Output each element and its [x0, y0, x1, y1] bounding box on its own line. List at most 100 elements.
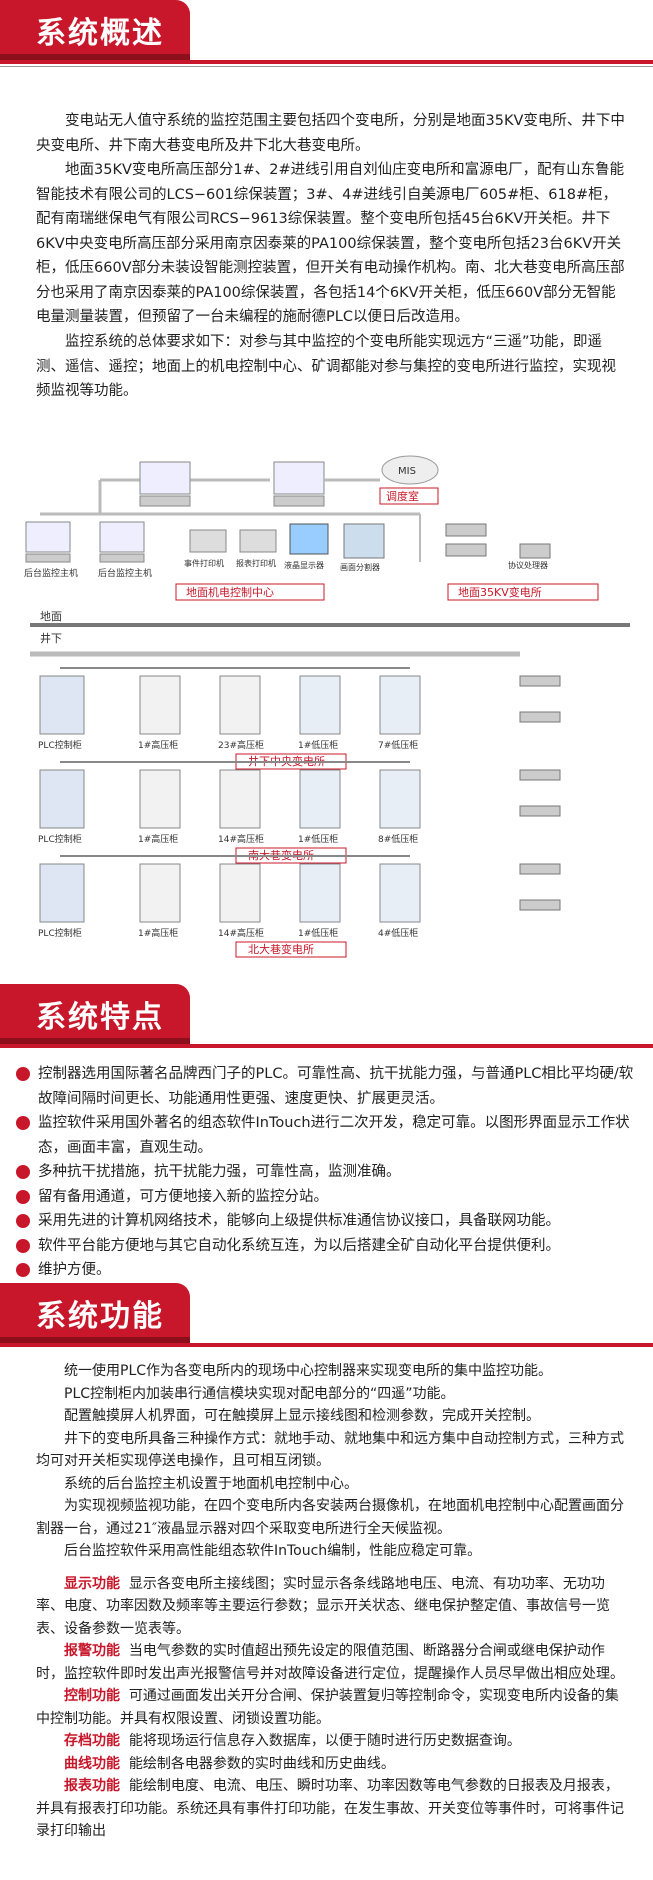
- mis-cloud-icon: [381, 455, 439, 485]
- camera-icon: [519, 711, 561, 723]
- camera-icon: [519, 863, 561, 875]
- center-label: 地面机电控制中心: [186, 585, 274, 599]
- features-rule: [0, 1044, 653, 1048]
- top-workstation-1-icon: [139, 461, 191, 507]
- cabinet-icon: [139, 769, 181, 829]
- cabinet-label: 14#高压柜: [218, 927, 264, 939]
- function-para-5: 系统的后台监控主机设置于地面机电控制中心。: [64, 1475, 358, 1492]
- feature-item-2: 监控软件采用国外著名的组态软件InTouch进行二次开发，稳定可靠。以图形界面显…: [16, 1111, 636, 1160]
- cabinet-label: PLC控制柜: [38, 739, 82, 751]
- function-para-1: 统一使用PLC作为各变电所内的现场中心控制器来实现变电所的集中监控功能。: [64, 1363, 553, 1379]
- bullet-icon: [16, 1067, 30, 1081]
- functions-rule: [0, 1343, 653, 1347]
- function-detail-curve: 曲线功能 能绘制各电器参数的实时曲线和历史曲线。: [64, 1755, 395, 1772]
- overview-title: 系统概述: [36, 16, 164, 51]
- cabinet-label: 1#低压柜: [298, 739, 338, 751]
- function-detail-archive: 存档功能 能将现场运行信息存入数据库，以便于随时进行历史数据查询。: [64, 1733, 521, 1749]
- overview-rule-thin: [0, 66, 653, 67]
- cabinet-icon: [39, 863, 85, 923]
- bullet-icon: [16, 1116, 30, 1130]
- cabinet-label: 7#低压柜: [378, 739, 418, 751]
- features-list: 控制器选用国际著名品牌西门子的PLC。可靠性高、抗干扰能力强，与普通PLC相比平…: [16, 1062, 636, 1283]
- bullet-icon: [16, 1165, 30, 1179]
- cabinet-icon: [379, 675, 421, 735]
- protocol-label: 协议处理器: [508, 560, 548, 570]
- cabinet-icon: [379, 769, 421, 829]
- bullet-icon: [16, 1189, 30, 1204]
- protocol-processor-icon: [519, 543, 551, 559]
- functions-header: 系统功能: [0, 1283, 653, 1347]
- system-diagram: MIS 调度室 后台监控主机 后台监控主机 事件打印机 报表打印机 液晶显示器 …: [0, 444, 653, 966]
- functions-title: 系统功能: [36, 1299, 164, 1334]
- underground-label: 井下: [40, 631, 62, 645]
- cabinet-label: 23#高压柜: [218, 739, 264, 751]
- cabinet-label: 8#低压柜: [378, 833, 418, 845]
- overview-tab: [0, 0, 190, 62]
- ground-label: 地面: [40, 610, 62, 623]
- overview-para-2: 地面35KV变电所高压部分1#、2#进线引用自刘仙庄变电所和富源电厂，配有山东鲁…: [36, 162, 625, 325]
- video-splitter-icon: [343, 523, 385, 559]
- feature-item-3: 多种抗干扰措施，抗干扰能力强，可靠性高，监测准确。: [16, 1160, 636, 1185]
- cabinet-icon: [379, 863, 421, 923]
- cabinet-label: PLC控制柜: [38, 927, 82, 939]
- feature-item-1: 控制器选用国际著名品牌西门子的PLC。可靠性高、抗干扰能力强，与普通PLC相比平…: [16, 1062, 636, 1111]
- report-printer-label: 报表打印机: [236, 558, 276, 568]
- cabinet-icon: [139, 863, 181, 923]
- features-tab: [0, 984, 190, 1046]
- cabinet-label: 1#高压柜: [138, 739, 178, 751]
- lcd-label: 液晶显示器: [284, 560, 324, 570]
- overview-rule: [0, 60, 653, 64]
- cabinet-icon: [299, 675, 341, 735]
- cabinet-icon: [139, 675, 181, 735]
- cabinet-icon: [219, 769, 261, 829]
- splitter-label: 画面分割器: [340, 562, 380, 572]
- camera-icon: [519, 675, 561, 687]
- feature-item-4: 留有备用通道，可方便地接入新的监控分站。: [16, 1185, 636, 1210]
- bullet-icon: [16, 1214, 30, 1228]
- event-printer-label: 事件打印机: [184, 558, 224, 568]
- host-1-icon: [25, 521, 71, 563]
- function-detail-alarm: 报警功能 当电气参数的实时值超出预先设定的限值范围、断路器分合闸或继电保护动作时…: [36, 1643, 624, 1682]
- station-label-box: [235, 941, 347, 958]
- features-title: 系统特点: [36, 1000, 164, 1035]
- report-printer-icon: [239, 529, 277, 553]
- camera-icon: [519, 769, 561, 781]
- overview-para-1: 变电站无人值守系统的监控范围主要包括四个变电所，分别是地面35KV变电所、井下中…: [36, 113, 625, 154]
- cabinet-label: 1#高压柜: [138, 927, 178, 939]
- feature-item-6: 软件平台能方便地与其它自动化系统互连，为以后搭建全矿自动化平台提供便利。: [16, 1234, 636, 1259]
- feature-item-5: 采用先进的计算机网络技术，能够向上级提供标准通信协议接口，具备联网功能。: [16, 1209, 636, 1234]
- cabinet-label: 14#高压柜: [218, 833, 264, 845]
- station-name: 北大巷变电所: [248, 942, 314, 956]
- camera-icon: [519, 899, 561, 911]
- lcd-monitor-icon: [289, 523, 329, 555]
- dispatch-label: 调度室: [386, 489, 419, 503]
- function-detail-display: 显示功能 显示各变电所主接线图；实时显示各条线路地电压、电流、有功功率、无功功率…: [36, 1575, 610, 1637]
- function-detail-control: 控制功能 可通过画面发出关开分合闸、保护装置复归等控制命令，实现变电所内设备的集…: [36, 1688, 619, 1727]
- sub35-label: 地面35KV变电所: [458, 585, 542, 599]
- function-para-2: PLC控制柜内加装串行通信模块实现对配电部分的“四遥”功能。: [64, 1385, 455, 1402]
- function-para-6: 为实现视频监视功能，在四个变电所内各安装两台摄像机，在地面机电控制中心配置画面分…: [36, 1498, 624, 1537]
- mis-label: MIS: [398, 466, 416, 477]
- function-para-7: 后台监控软件采用高性能组态软件InTouch编制，性能应稳定可靠。: [64, 1543, 482, 1559]
- top-workstation-2-icon: [273, 461, 325, 507]
- host-2-icon: [99, 521, 145, 563]
- event-printer-icon: [189, 529, 227, 553]
- host-1-label: 后台监控主机: [24, 567, 78, 579]
- feature-item-7: 维护方便。: [16, 1258, 636, 1283]
- camera-icon: [519, 805, 561, 817]
- cabinet-icon: [39, 675, 85, 735]
- features-header: 系统特点: [0, 984, 653, 1048]
- bullet-icon: [16, 1238, 30, 1253]
- cabinet-label: 1#低压柜: [298, 833, 338, 845]
- cameras-35kv-icon: [445, 523, 487, 557]
- cabinet-label: PLC控制柜: [38, 833, 82, 845]
- function-para-3: 配置触摸屏人机界面，可在触摸屏上显示接线图和检测参数，完成开关控制。: [64, 1408, 540, 1424]
- function-detail-report: 报表功能 能绘制电度、电流、电压、瞬时功率、功率因数等电气参数的日报表及月报表，…: [36, 1778, 624, 1839]
- functions-body: 统一使用PLC作为各变电所内的现场中心控制器来实现变电所的集中监控功能。 PLC…: [36, 1360, 626, 1843]
- cabinet-icon: [299, 863, 341, 923]
- cabinet-icon: [219, 675, 261, 735]
- cabinet-icon: [299, 769, 341, 829]
- cabinet-label: 1#高压柜: [138, 833, 178, 845]
- overview-para-3: 监控系统的总体要求如下：对参与其中监控的个变电所能实现远方“三遥”功能，即遥测、…: [36, 334, 616, 399]
- bullet-icon: [16, 1263, 30, 1277]
